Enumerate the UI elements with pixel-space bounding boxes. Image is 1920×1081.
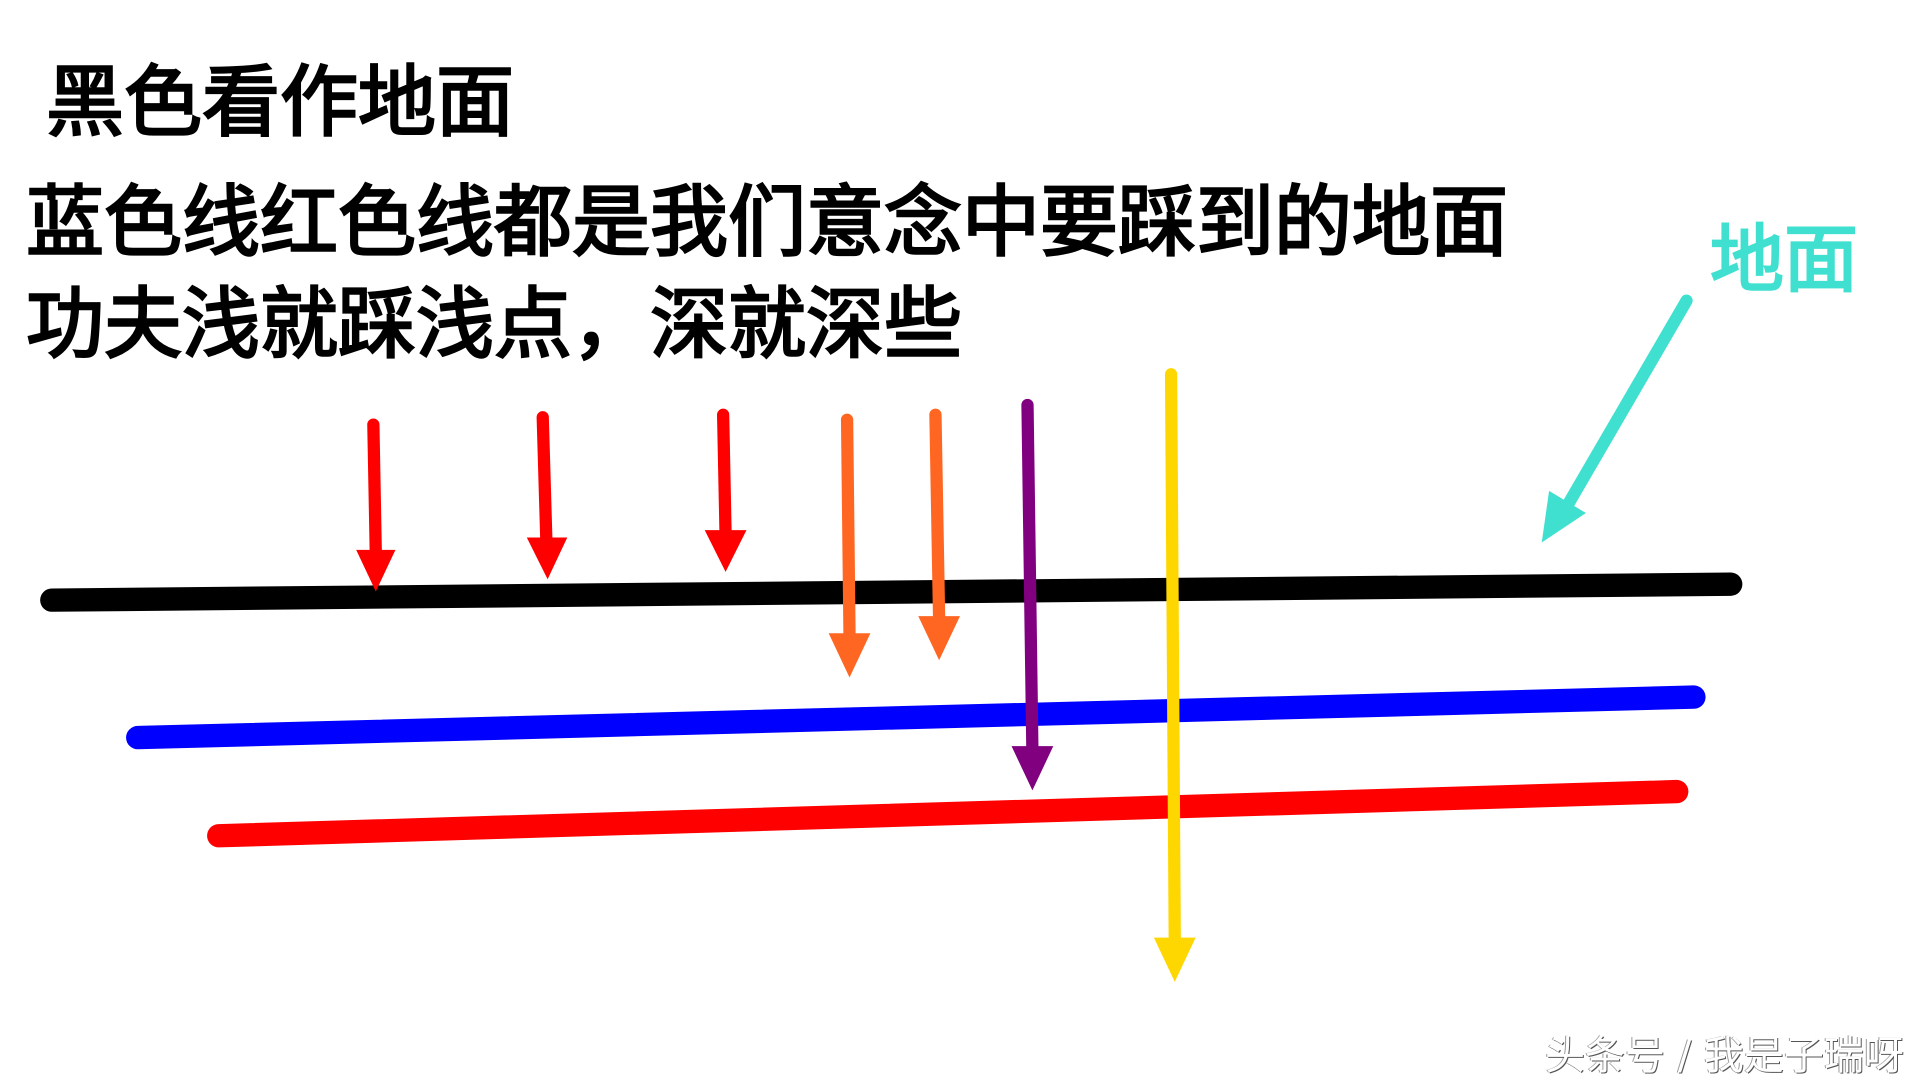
description-line-1: 蓝色线红色线都是我们意念中要踩到的地面 (26, 178, 1509, 268)
watermark: 头条号 / 我是子瑞呀 (1545, 1033, 1904, 1079)
red-line (207, 779, 1689, 848)
red-arrow-icon (526, 411, 568, 580)
black-ground-line (40, 572, 1743, 612)
red-arrow-icon (356, 418, 396, 592)
title: 黑色看作地面 (46, 58, 515, 148)
orange-arrow-icon (918, 408, 960, 661)
ground-label: 地面 (1710, 217, 1858, 303)
red-arrow-icon (704, 408, 747, 572)
blue-line (126, 685, 1706, 750)
purple-arrow-icon (1011, 398, 1054, 791)
teal-pointer-arrow-icon (1541, 294, 1693, 543)
orange-arrow-icon (828, 413, 871, 678)
description-line-2: 功夫浅就踩浅点，深就深些 (26, 280, 963, 370)
yellow-arrow-icon (1153, 368, 1196, 982)
